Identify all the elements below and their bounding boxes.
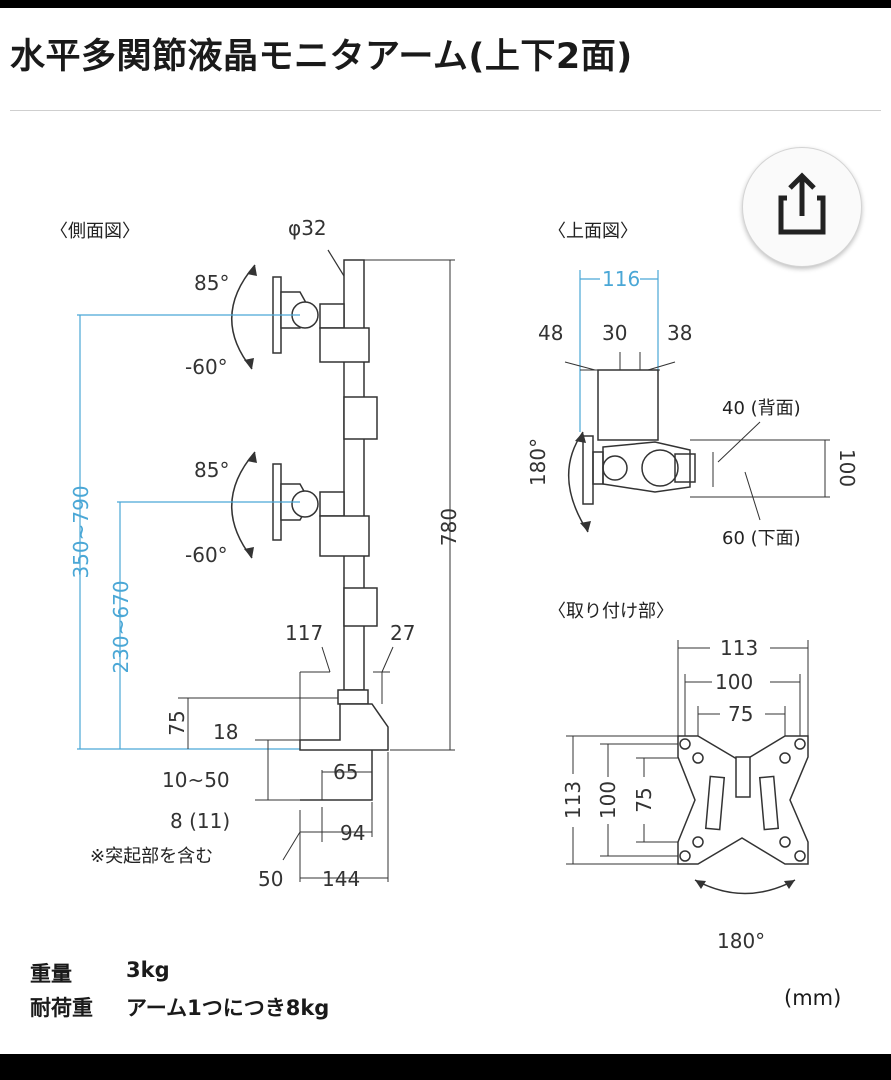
- top-middle-label: 30: [602, 321, 627, 345]
- bottom-plate-label: 8 (11): [170, 809, 230, 833]
- mount-dimension-lines: [566, 640, 809, 865]
- load-label: 耐荷重: [30, 996, 93, 1020]
- upper-tilt-up-label: 85°: [194, 271, 229, 295]
- top-back-label: 40 (背面): [722, 398, 801, 419]
- inner-width-label: 65: [333, 760, 358, 784]
- mount-height-113-label: 113: [561, 781, 585, 819]
- arrow-icon: [575, 432, 586, 443]
- pole-diameter-label: φ32: [288, 216, 327, 240]
- top-view-drawing: [564, 352, 830, 521]
- top-left-label: 48: [538, 321, 563, 345]
- share-icon: [778, 172, 826, 235]
- top-rotation-arc: [567, 431, 589, 533]
- desk-thickness-label: 10~50: [162, 768, 230, 792]
- clamp-dimension-lines: [178, 646, 394, 882]
- top-right-label: 38: [667, 321, 692, 345]
- weight-label: 重量: [30, 962, 72, 986]
- arrow-icon: [580, 521, 591, 532]
- clamp-depth-label: 117: [285, 621, 323, 645]
- upper-height-range-label: 350~790: [69, 485, 93, 578]
- mount-rotation-arc: [694, 879, 796, 895]
- desk-clamp: [299, 689, 389, 801]
- mount-width-100-label: 100: [715, 670, 753, 694]
- arrow-icon: [244, 358, 254, 369]
- unit-label: (mm): [784, 986, 842, 1010]
- pole-height-label: 780: [437, 508, 461, 546]
- upper-tilt-arc: [231, 264, 256, 370]
- top-bottom-label: 60 (下面): [722, 528, 801, 549]
- blue-dimension-lines: [77, 314, 300, 750]
- mount-rotation-label: 180°: [717, 929, 765, 953]
- top-view-label: 〈上面図〉: [548, 221, 638, 242]
- page: 水平多関節液晶モニタアーム(上下2面): [0, 8, 891, 1054]
- mount-width-75-label: 75: [728, 702, 753, 726]
- load-value: アーム1つにつき8kg: [126, 996, 330, 1020]
- clamp-top-label: 75: [165, 710, 189, 735]
- weight-value: 3kg: [126, 958, 170, 982]
- protrusion-note: ※突起部を含む: [90, 846, 213, 867]
- arrow-icon: [247, 452, 257, 463]
- lower-tilt-arc: [231, 451, 256, 559]
- clamp-offset-label: 27: [390, 621, 415, 645]
- arrow-icon: [247, 265, 257, 276]
- mount-height-100-label: 100: [596, 781, 620, 819]
- top-total-dimension: [579, 270, 659, 432]
- clamp-plate-label: 18: [213, 720, 238, 744]
- clamp-left-label: 50: [258, 867, 283, 891]
- top-depth-label: 100: [835, 449, 859, 487]
- arrow-icon: [784, 880, 795, 889]
- side-view-label: 〈側面図〉: [50, 221, 140, 242]
- lower-height-range-label: 230~670: [109, 580, 133, 673]
- arrow-icon: [695, 880, 706, 889]
- clamp-total-width-label: 144: [322, 867, 360, 891]
- pole-diameter-leader: [327, 249, 345, 277]
- mount-height-75-label: 75: [632, 787, 656, 812]
- share-button[interactable]: [742, 147, 862, 267]
- mount-width-113-label: 113: [720, 636, 758, 660]
- clamp-inner-width-label: 94: [340, 821, 365, 845]
- mount-view-label: 〈取り付け部〉: [548, 601, 674, 622]
- lower-tilt-up-label: 85°: [194, 458, 229, 482]
- top-rotation-label: 180°: [526, 438, 550, 486]
- arrow-icon: [244, 547, 254, 558]
- lower-arm: [272, 463, 378, 627]
- upper-tilt-down-label: -60°: [185, 355, 228, 379]
- lower-tilt-down-label: -60°: [185, 543, 228, 567]
- title-divider: [10, 110, 881, 111]
- top-total-label: 116: [602, 267, 640, 291]
- page-title: 水平多関節液晶モニタアーム(上下2面): [10, 37, 633, 77]
- mount-plate: [677, 735, 809, 865]
